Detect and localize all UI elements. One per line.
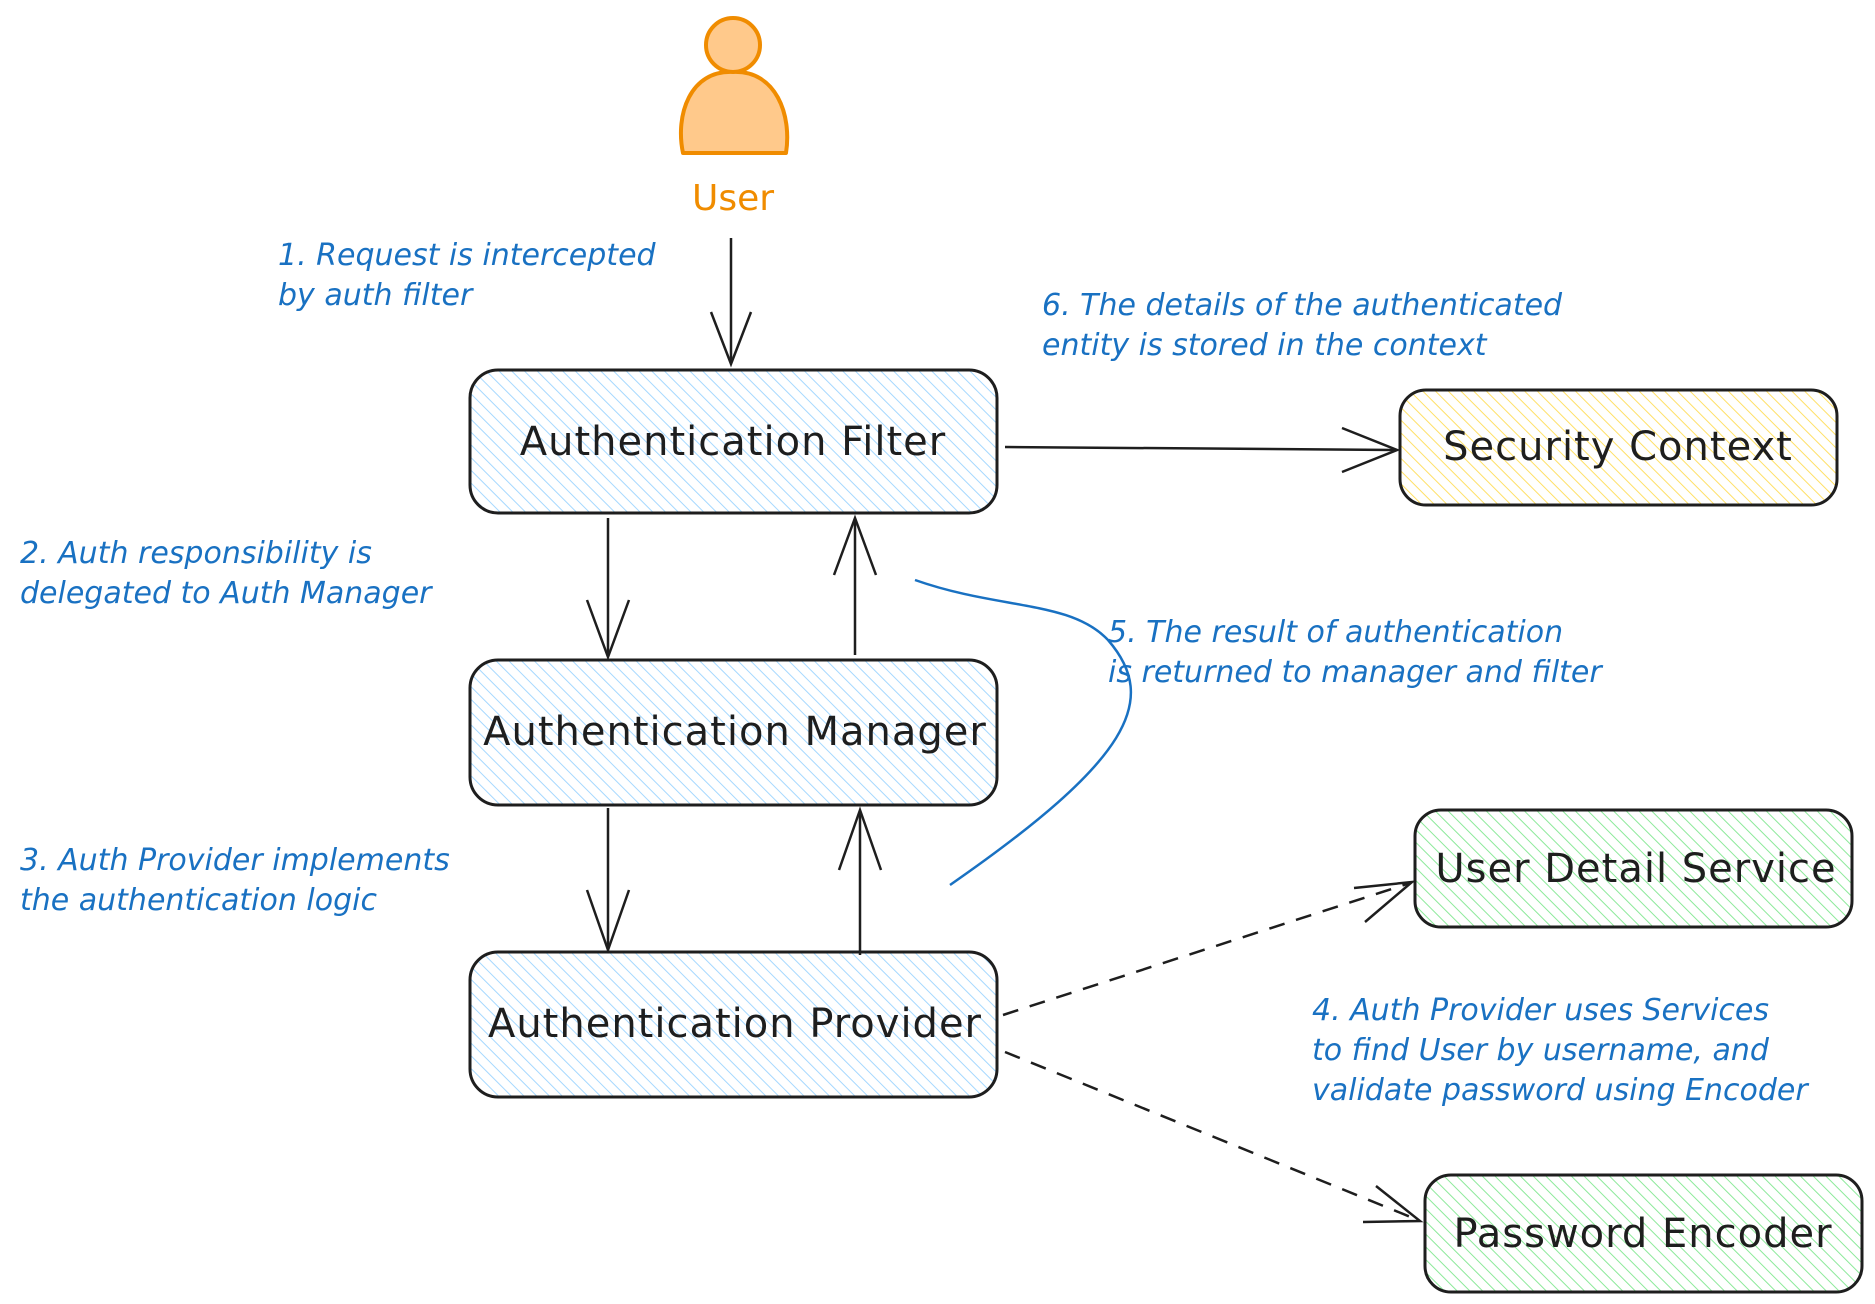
arrow-filter-to-manager (585, 518, 631, 661)
arrow-user-to-filter (709, 238, 753, 368)
authentication-filter-label: Authentication Filter (520, 419, 946, 465)
arrow-manager-to-filter (832, 514, 878, 655)
user-detail-service-label: User Detail Service (1435, 846, 1836, 892)
arrow-filter-to-security-context (1004, 426, 1401, 474)
arrow-provider-to-password-encoder (1004, 1050, 1424, 1224)
authentication-provider-label: Authentication Provider (488, 1001, 982, 1047)
result-return-curve (914, 578, 1133, 887)
security-context-box: Security Context (1398, 388, 1839, 507)
authentication-provider-box: Authentication Provider (468, 950, 999, 1099)
arrow-provider-to-manager (837, 806, 883, 955)
person-icon (678, 16, 790, 155)
user-detail-service-box: User Detail Service (1413, 808, 1854, 929)
password-encoder-box: Password Encoder (1423, 1173, 1864, 1294)
password-encoder-label: Password Encoder (1453, 1211, 1832, 1257)
authentication-manager-label: Authentication Manager (483, 709, 987, 755)
arrow-manager-to-provider (585, 808, 631, 954)
note-step-4: 4. Auth Provider uses Services to find U… (1312, 993, 1809, 1108)
security-context-label: Security Context (1443, 424, 1793, 470)
note-step-6: 6. The details of the authenticated enti… (1042, 288, 1572, 363)
note-step-5: 5. The result of authentication is retur… (1108, 615, 1603, 690)
note-step-2: 2. Auth responsibility is delegated to A… (20, 536, 433, 611)
note-step-1: 1. Request is intercepted by auth filter (278, 238, 665, 313)
arrow-provider-to-user-detail-service (1002, 880, 1416, 1017)
note-step-3: 3. Auth Provider implements the authenti… (20, 843, 459, 918)
user-label: User (692, 178, 774, 219)
authentication-filter-box: Authentication Filter (468, 368, 999, 515)
authentication-manager-box: Authentication Manager (468, 658, 999, 807)
